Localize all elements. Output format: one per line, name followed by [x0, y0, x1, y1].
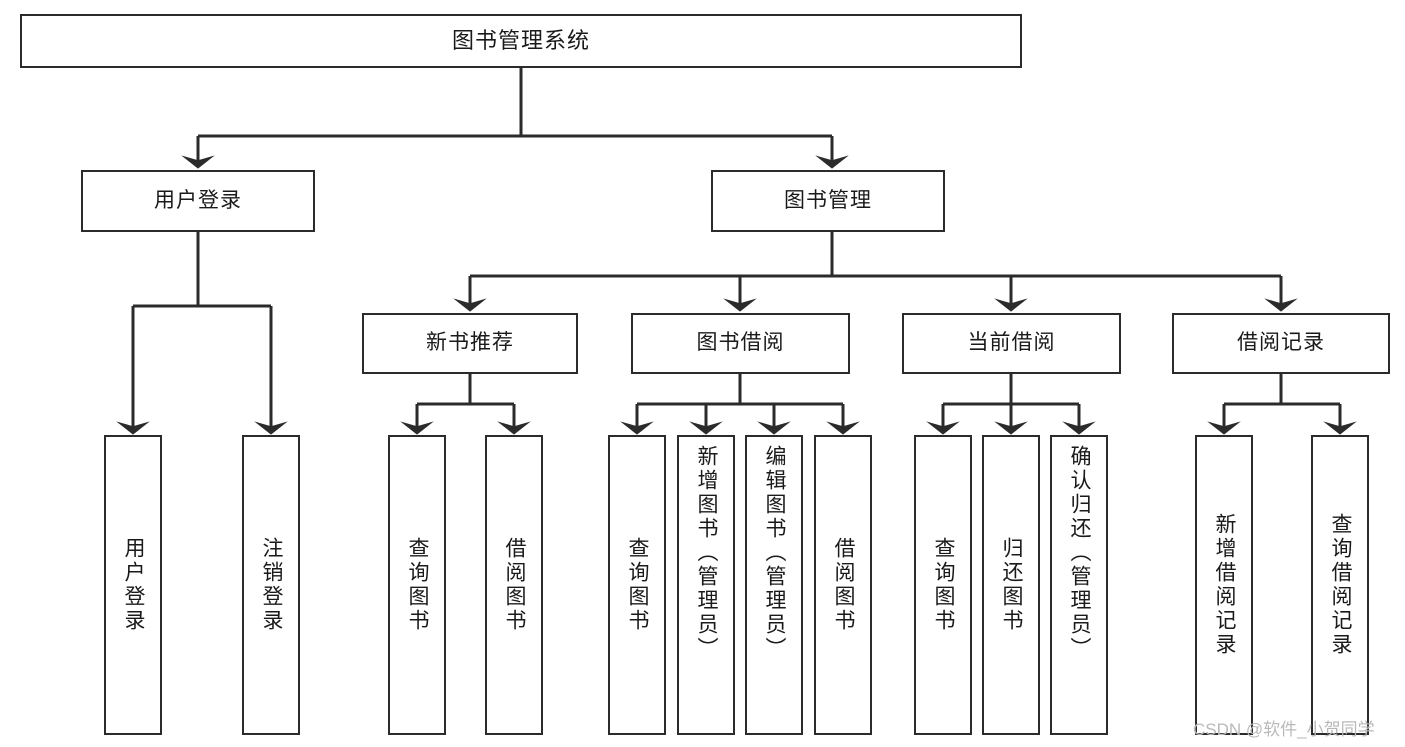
node-leaf-borrow-book-1[interactable]: 借阅图书 — [485, 435, 543, 735]
node-label: 查询图书 — [406, 537, 430, 633]
node-leaf-query-borrow-record[interactable]: 查询借阅记录 — [1311, 435, 1369, 735]
node-leaf-return-book[interactable]: 归还图书 — [982, 435, 1040, 735]
node-label: 新增借阅记录 — [1213, 513, 1237, 657]
node-label: 用户登录 — [154, 188, 242, 212]
node-current-borrow[interactable]: 当前借阅 — [902, 313, 1121, 374]
node-leaf-add-book[interactable]: 新增图书（管理员） — [677, 435, 735, 735]
node-label: 图书管理 — [784, 188, 872, 212]
node-label: 新书推荐 — [426, 331, 514, 355]
node-label: 当前借阅 — [967, 331, 1056, 355]
node-label: 借阅记录 — [1237, 331, 1325, 355]
node-root-system[interactable]: 图书管理系统 — [20, 14, 1022, 68]
node-label: 查询图书 — [932, 537, 956, 633]
node-leaf-edit-book[interactable]: 编辑图书（管理员） — [745, 435, 803, 735]
node-label: 编辑图书（管理员） — [763, 445, 787, 661]
node-leaf-logout-login[interactable]: 注销登录 — [242, 435, 300, 735]
node-label: 图书借阅 — [696, 331, 785, 355]
node-book-management[interactable]: 图书管理 — [711, 170, 945, 232]
node-label: 用户登录 — [122, 537, 146, 633]
watermark-csdn: CSDN @软件_小贺同学 — [1193, 720, 1375, 739]
node-label: 确认归还（管理员） — [1068, 445, 1092, 661]
node-user-login[interactable]: 用户登录 — [81, 170, 315, 232]
node-leaf-confirm-return[interactable]: 确认归还（管理员） — [1050, 435, 1108, 735]
node-label: 借阅图书 — [832, 537, 856, 633]
node-leaf-borrow-book-2[interactable]: 借阅图书 — [814, 435, 872, 735]
node-borrow-record[interactable]: 借阅记录 — [1172, 313, 1390, 374]
node-new-book-recommend[interactable]: 新书推荐 — [362, 313, 578, 374]
node-label: 查询图书 — [626, 537, 650, 633]
node-label: 查询借阅记录 — [1329, 513, 1353, 657]
node-leaf-user-login[interactable]: 用户登录 — [104, 435, 162, 735]
node-label: 新增图书（管理员） — [695, 445, 719, 661]
node-leaf-query-book-1[interactable]: 查询图书 — [388, 435, 446, 735]
node-leaf-add-borrow-record[interactable]: 新增借阅记录 — [1195, 435, 1253, 735]
node-label: 归还图书 — [1000, 537, 1024, 633]
node-book-borrow[interactable]: 图书借阅 — [631, 313, 850, 374]
node-label: 注销登录 — [260, 537, 284, 633]
node-label: 借阅图书 — [503, 537, 527, 633]
node-leaf-query-book-3[interactable]: 查询图书 — [914, 435, 972, 735]
node-leaf-query-book-2[interactable]: 查询图书 — [608, 435, 666, 735]
node-label: 图书管理系统 — [451, 28, 590, 54]
